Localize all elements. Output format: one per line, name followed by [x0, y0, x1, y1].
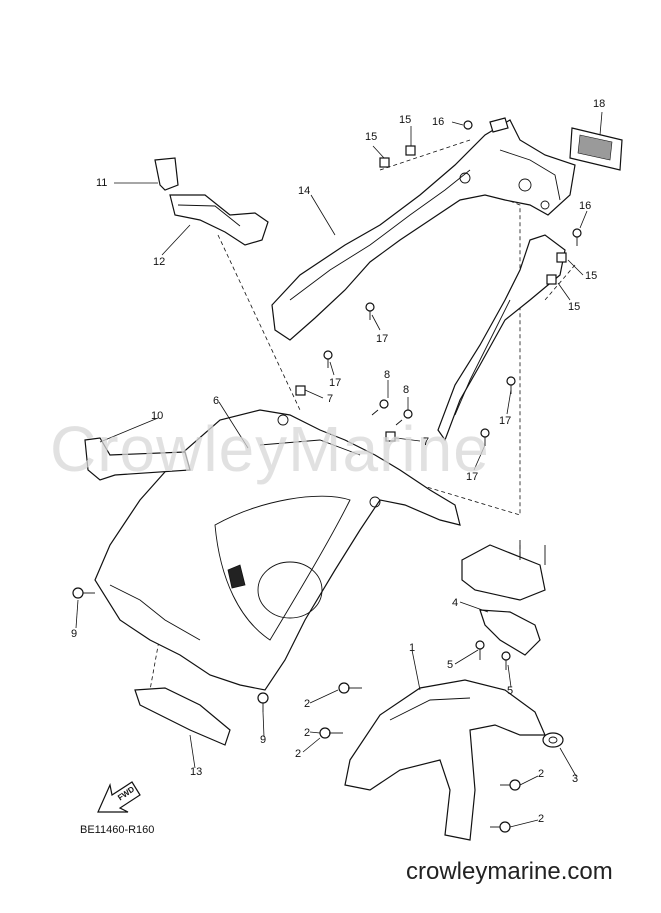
callout-15: 15: [568, 301, 581, 313]
part-10-bracket: [84, 437, 191, 481]
callout-17: 17: [466, 471, 479, 483]
part-3-grommet: [542, 732, 564, 748]
callout-7: 7: [423, 436, 430, 448]
callout-17: 17: [499, 415, 512, 427]
callout-9: 9: [260, 734, 267, 746]
callout-14: 14: [298, 185, 311, 197]
callout-2: 2: [538, 768, 545, 780]
part-12-bracket: [154, 157, 269, 246]
callout-2: 2: [304, 727, 311, 739]
watermark: CrowleyMarine: [50, 413, 490, 485]
callout-15: 15: [365, 131, 378, 143]
callout-2: 2: [295, 748, 302, 760]
fasteners: [72, 120, 582, 833]
footer-url[interactable]: crowleymarine.com: [406, 858, 613, 885]
callout-1: 1: [409, 642, 416, 654]
callout-9: 9: [71, 628, 78, 640]
diagram-code: BE11460-R160: [80, 824, 155, 836]
callout-15: 15: [399, 114, 412, 126]
callout-13: 13: [190, 766, 203, 778]
part-1-front-fender: [344, 679, 546, 841]
part-4-handlebar-clamp: [461, 540, 546, 656]
callout-12: 12: [153, 256, 166, 268]
callout-8: 8: [403, 384, 410, 396]
callout-16: 16: [432, 116, 445, 128]
callout-16: 16: [579, 200, 592, 212]
callout-6: 6: [213, 395, 220, 407]
callout-2: 2: [538, 813, 545, 825]
callout-5: 5: [507, 685, 514, 697]
callout-4: 4: [452, 597, 459, 609]
callout-17: 17: [329, 377, 342, 389]
callout-7: 7: [327, 393, 334, 405]
callout-8: 8: [384, 369, 391, 381]
part-13-bracket: [134, 687, 231, 746]
leader-lines: [75, 121, 588, 828]
part-6-body-cover: [94, 409, 461, 691]
callout-5: 5: [447, 659, 454, 671]
callout-3: 3: [572, 773, 579, 785]
callout-2: 2: [304, 698, 311, 710]
part-side-strip: [437, 234, 566, 442]
part-14-rear-cover: [271, 117, 576, 341]
callout-11: 11: [96, 177, 108, 189]
fwd-arrow-icon: [97, 781, 141, 813]
callout-18: 18: [593, 98, 606, 110]
clips: [295, 145, 567, 442]
part-18-reflector: [569, 111, 623, 171]
callout-10: 10: [151, 410, 164, 422]
callout-17: 17: [376, 333, 389, 345]
callout-15: 15: [585, 270, 598, 282]
